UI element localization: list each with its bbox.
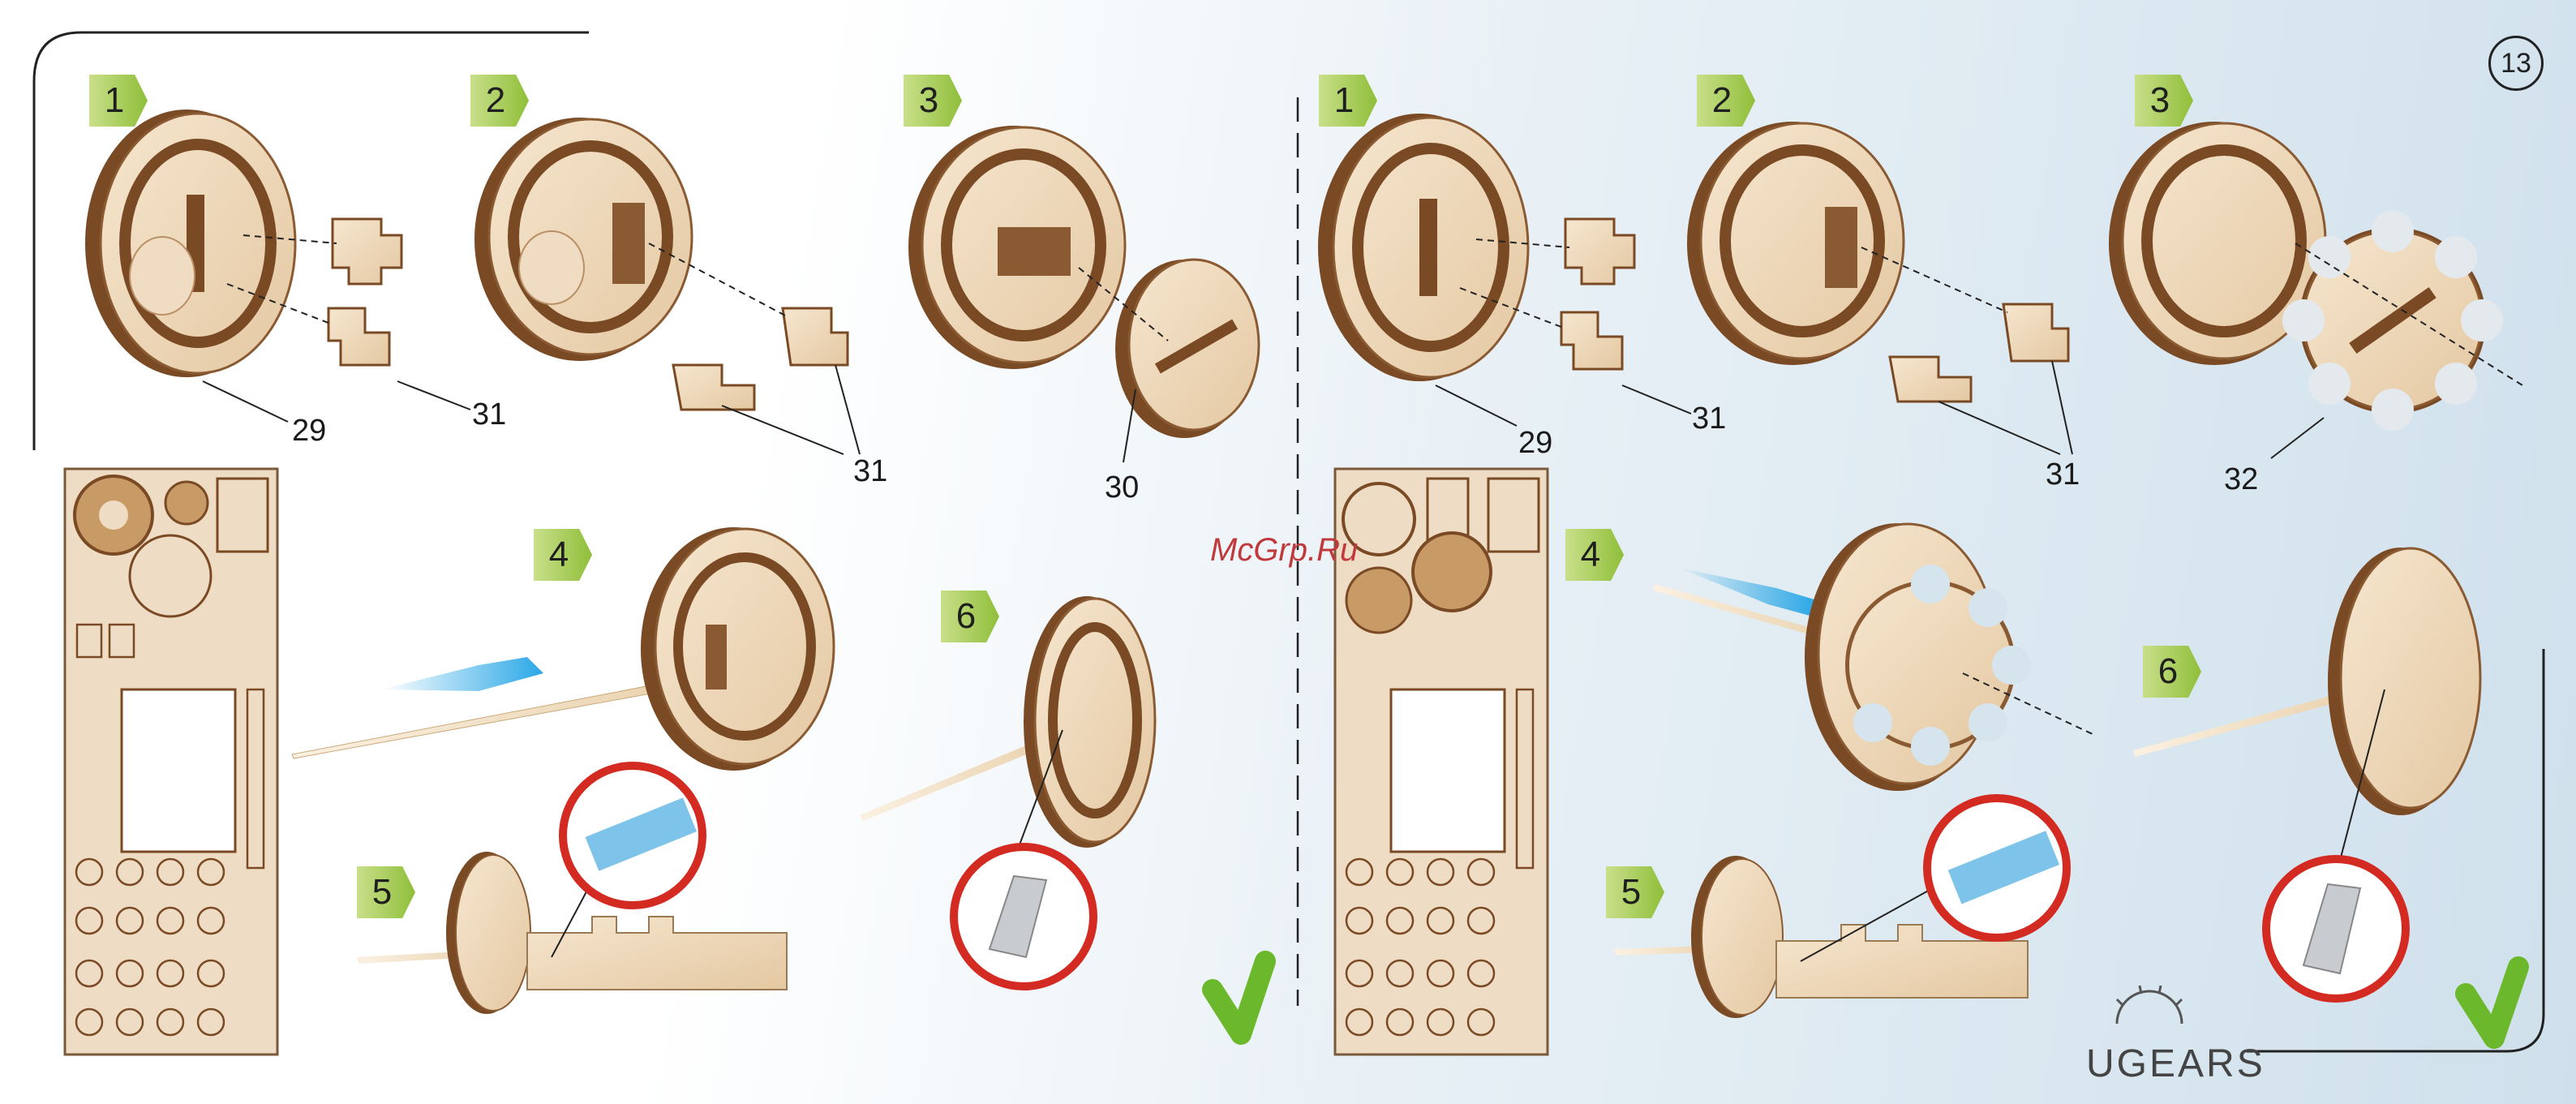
watermark: McGrp.Ru [1210,532,1358,569]
brand-name: UGEARS [2086,1042,2265,1086]
part-number-32-right: 32 [2224,462,2258,497]
part-number-31-left-b: 31 [853,454,887,489]
cutting-step-6-left [860,596,1155,986]
part-number-31-left-a: 31 [472,397,506,432]
wheel-step-3-right [2109,122,2522,458]
axle-measure-step-5-left [357,766,787,1014]
check-mark-icon-left [1213,961,1265,1034]
part-number-29-right: 29 [1518,426,1552,461]
wheel-part-29 [85,110,295,377]
part-number-29-left: 29 [292,414,326,449]
part-number-31-right-a: 31 [1692,402,1726,436]
wheel-step-2-right [1687,122,2072,454]
page-number: 13 [2488,36,2544,91]
plywood-sheet-left [65,469,277,1055]
wheel-part-29-right [1318,114,1691,426]
ugears-gear-logo-icon [2117,986,2182,1024]
check-mark-icon-right [2466,967,2518,1038]
plywood-sheet-right [1335,469,1548,1055]
axle-measure-step-5-right [1614,798,2067,1018]
part-number-31-right-b: 31 [2046,457,2080,492]
axle-insert-step-4-right [1653,523,2093,791]
cutting-step-6-right [2133,548,2480,999]
wheel-step-2 [474,118,860,454]
part-number-30-left: 30 [1105,470,1139,505]
wheel-step-3 [908,126,1259,462]
